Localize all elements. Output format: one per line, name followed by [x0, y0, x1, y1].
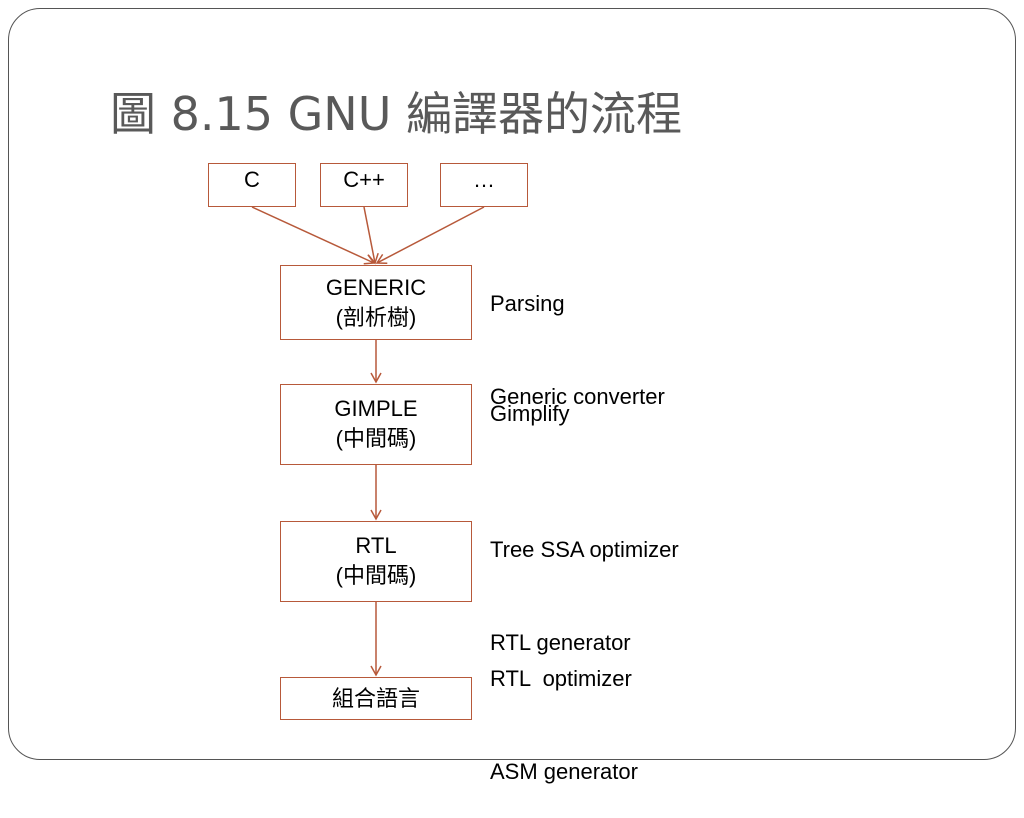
- stage-generic-desc: (剖析樹): [335, 305, 417, 330]
- stage-asm-name: 組合語言: [331, 686, 420, 711]
- note-line: RTL optimizer: [490, 666, 632, 691]
- slide-title: 圖 8.15 GNU 編譯器的流程: [110, 87, 683, 141]
- note-tree-ssa: Tree SSA optimizer RTL generator: [490, 472, 679, 689]
- note-line: Parsing: [490, 291, 565, 316]
- note-line: Generic converter: [490, 384, 665, 409]
- stage-generic-name: GENERIC: [325, 275, 427, 300]
- note-line: RTL generator: [490, 630, 631, 655]
- stage-gimple-name: GIMPLE: [334, 396, 418, 421]
- stage-box-asm: 組合語言: [280, 677, 472, 720]
- note-gimplify: Gimplify: [490, 336, 569, 460]
- stage-gimple-desc: (中間碼): [335, 426, 417, 451]
- input-label-more: …: [473, 167, 495, 192]
- stage-box-generic: GENERIC (剖析樹): [280, 265, 472, 340]
- input-box-c: C: [208, 163, 296, 207]
- stage-rtl-name: RTL: [355, 533, 397, 558]
- note-line: Tree SSA optimizer: [490, 537, 679, 562]
- note-parsing: Parsing Generic converter: [490, 226, 665, 443]
- stage-rtl-desc: (中間碼): [335, 563, 417, 588]
- note-line: ASM generator: [490, 759, 638, 784]
- input-label-cpp: C++: [343, 167, 385, 192]
- input-box-more: …: [440, 163, 528, 207]
- stage-box-gimple: GIMPLE (中間碼): [280, 384, 472, 465]
- note-line: Gimplify: [490, 401, 570, 426]
- note-rtl-optimizer: RTL optimizer ASM generator: [490, 601, 638, 818]
- slide-frame: [8, 8, 1016, 760]
- stage-box-rtl: RTL (中間碼): [280, 521, 472, 602]
- input-label-c: C: [244, 167, 260, 192]
- input-box-cpp: C++: [320, 163, 408, 207]
